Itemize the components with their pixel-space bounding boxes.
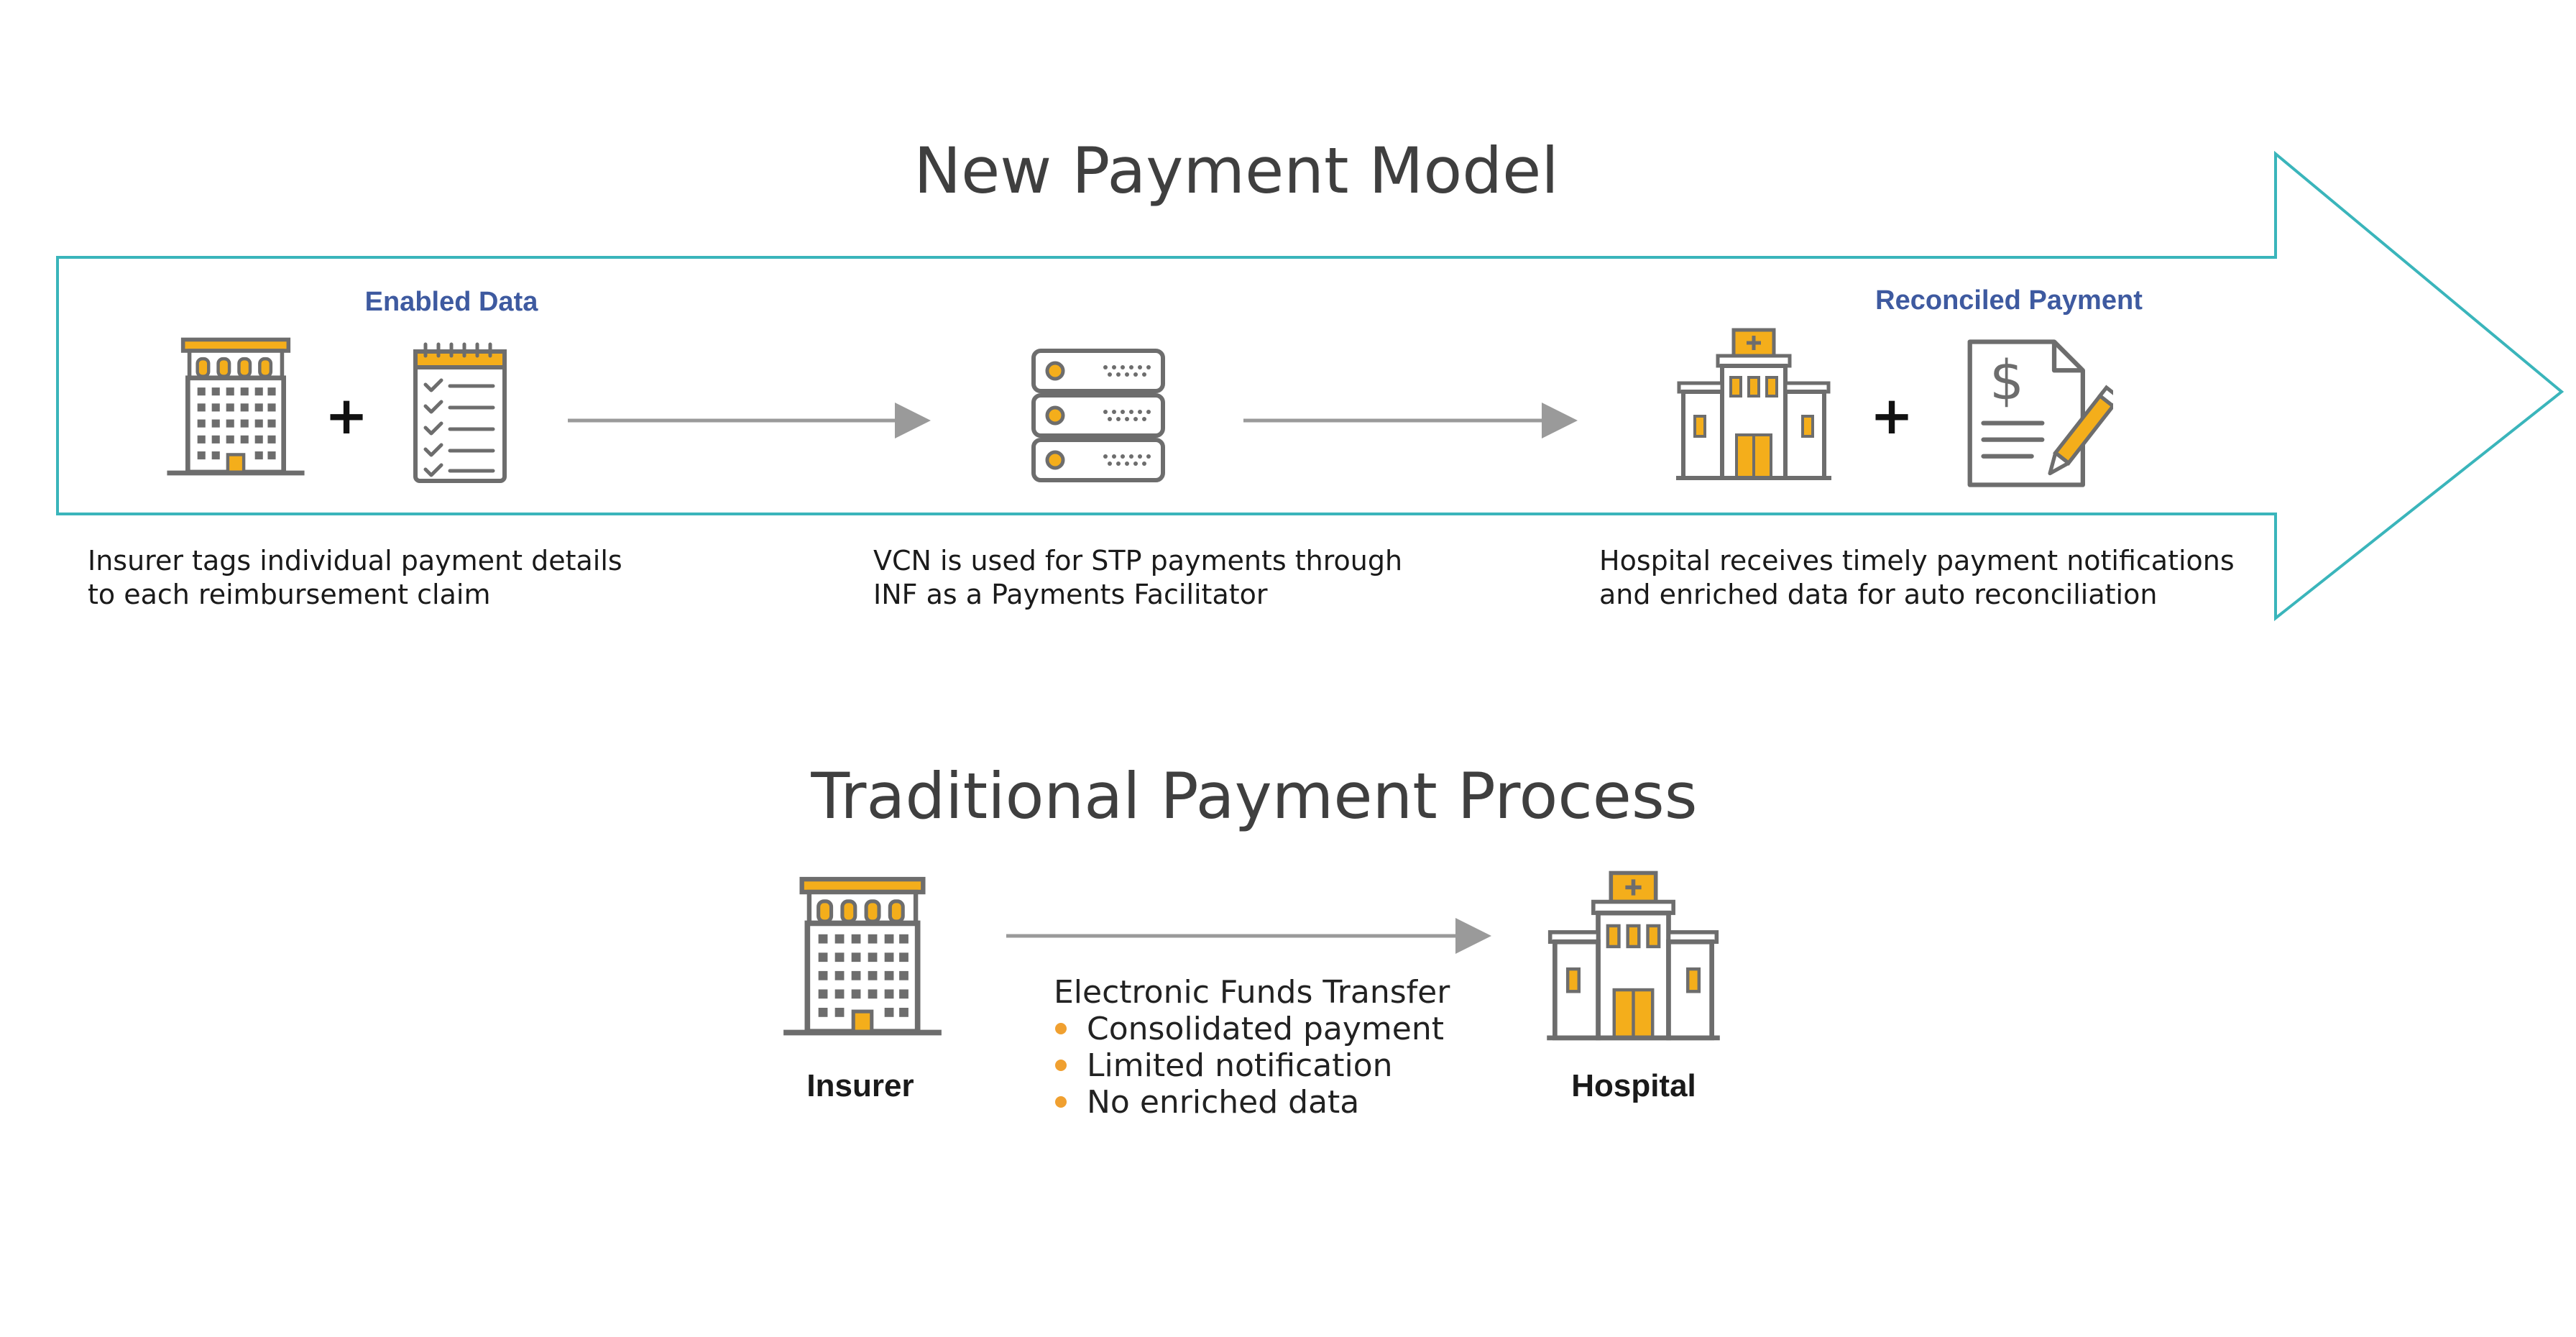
bullet-dot-2 [1055,1060,1067,1071]
insurer-building-icon [783,879,942,1032]
traditional-title: Traditional Payment Process [810,759,1697,833]
bullet-no-enriched-data: No enriched data [1087,1084,1359,1121]
step2-description: VCN is used for STP payments through INF… [873,545,1411,610]
step1-line-2: to each reimbursement claim [88,579,490,610]
step1-description: Insurer tags individual payment details … [88,545,631,610]
office-building-icon [167,339,304,473]
hospital-icon [1676,330,1831,478]
checklist-icon [415,344,505,481]
eft-heading: Electronic Funds Transfer [1054,974,1450,1011]
plus-icon-1: + [325,385,368,446]
insurer-label: Insurer [806,1068,914,1103]
server-icon [1034,351,1163,480]
step2-line-1: VCN is used for STP payments through [873,545,1402,576]
step3-line-2: and enriched data for auto reconciliatio… [1599,579,2157,610]
plus-icon-2: + [1870,385,1913,446]
step2-line-2: INF as a Payments Facilitator [873,579,1268,610]
hospital-icon-traditional [1547,873,1720,1037]
traditional-process-section: Traditional Payment Process Insurer Elec… [783,759,1720,1121]
flow-arrow-outline [56,150,2564,622]
bullet-limited-notification: Limited notification [1087,1047,1393,1084]
enabled-data-label: Enabled Data [365,287,539,317]
reconciled-payment-label: Reconciled Payment [1875,285,2143,316]
step3-line-1: Hospital receives timely payment notific… [1599,545,2235,576]
invoice-pen-icon [1970,341,2120,484]
new-payment-model-section: New Payment Model Enabled Data Reconcile… [56,134,2564,622]
bullet-dot-1 [1055,1023,1067,1034]
bullet-consolidated-payment: Consolidated payment [1087,1011,1444,1047]
bullet-dot-3 [1055,1096,1067,1108]
step1-line-1: Insurer tags individual payment details [88,545,622,576]
new-model-title: New Payment Model [914,134,1558,208]
hospital-label: Hospital [1571,1068,1696,1103]
step3-description: Hospital receives timely payment notific… [1599,545,2243,610]
